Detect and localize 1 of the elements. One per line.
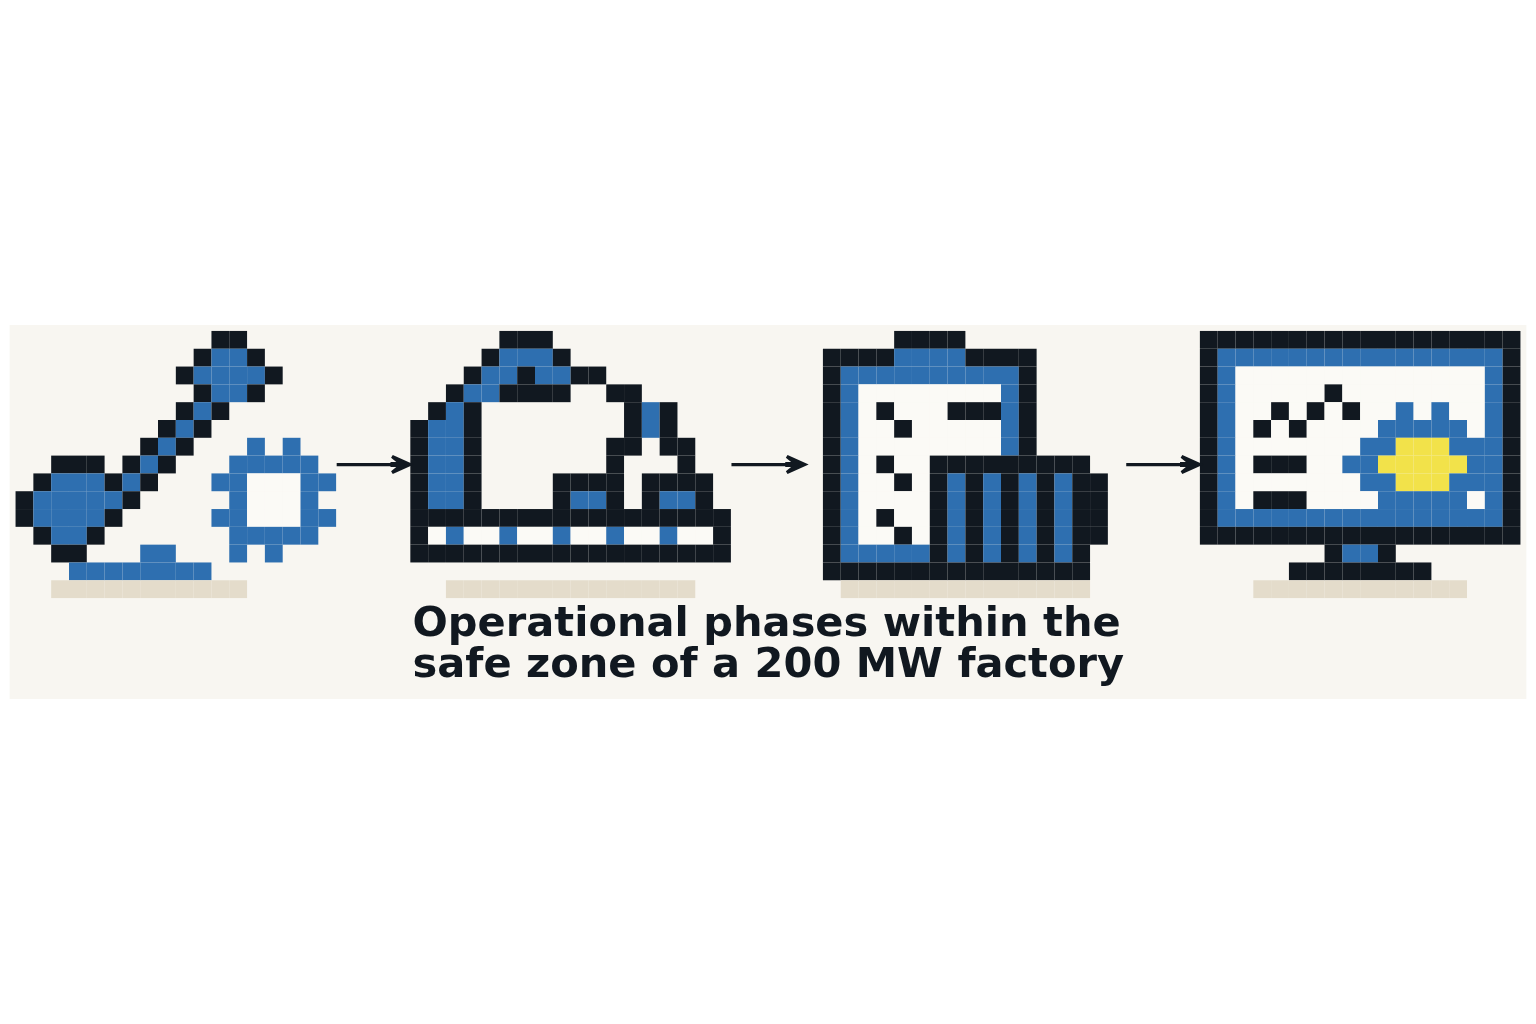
caption: Operational phases within the safe zone of a 200 MW factory xyxy=(412,596,1125,688)
